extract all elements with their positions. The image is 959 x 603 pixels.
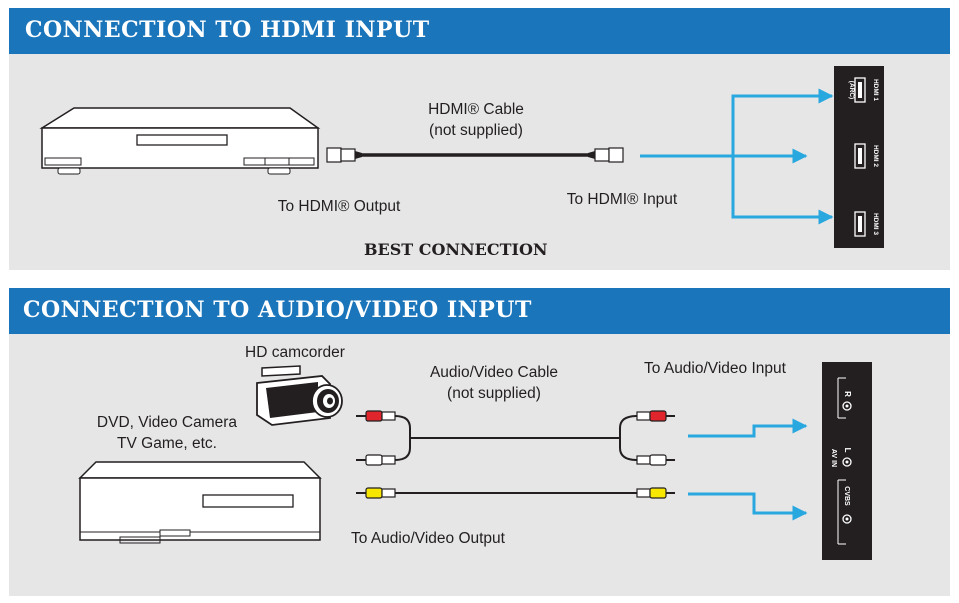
hdmi-cable — [326, 147, 624, 163]
av-cable-label-line1: Audio/Video Cable — [429, 364, 559, 381]
hdmi-cable-label-line2: (not supplied) — [429, 122, 523, 139]
av-port-l-label: L — [843, 448, 852, 453]
av-input-label: To Audio/Video Input — [644, 360, 786, 377]
hdmi1-port-label: HDMI 1 — [872, 79, 879, 101]
source-player-device — [39, 107, 321, 175]
av-section-title: CONNECTION TO AUDIO/VIDEO INPUT — [9, 288, 950, 334]
av-cable-label-line2: (not supplied) — [447, 385, 541, 402]
av-source-device-label: DVD, Video Camera TV Game, etc. — [86, 412, 248, 454]
hdmi3-port-label: HDMI 3 — [872, 213, 879, 235]
camcorder-label: HD camcorder — [245, 344, 345, 361]
hdmi1-port-sub: (ARC) — [848, 81, 855, 99]
av-port-cvbs-label: CVBS — [843, 486, 850, 506]
best-connection-note: BEST CONNECTION — [364, 240, 548, 259]
av-source-device — [78, 461, 322, 544]
tv-av-panel: R L AV IN CVBS — [822, 362, 872, 560]
av-source-device-label-line1: DVD, Video Camera — [96, 414, 238, 431]
hdmi-cable-label-line1: HDMI® Cable — [428, 101, 524, 118]
av-port-avin-label: AV IN — [830, 449, 837, 467]
hdmi-input-label: To HDMI® Input — [566, 191, 678, 208]
av-port-r-label: R — [843, 391, 852, 397]
av-cable-label: Audio/Video Cable (not supplied) — [420, 362, 568, 404]
hdmi-section-title: CONNECTION TO HDMI INPUT — [9, 8, 950, 54]
av-connection-panel: CONNECTION TO AUDIO/VIDEO INPUT — [9, 288, 950, 596]
av-arrows — [688, 418, 808, 521]
av-source-device-label-line2: TV Game, etc. — [117, 435, 217, 452]
av-cable — [356, 410, 675, 499]
hdmi-cable-label: HDMI® Cable (not supplied) — [400, 99, 552, 141]
hdmi-output-label: To HDMI® Output — [277, 198, 401, 215]
tv-hdmi-panel: (ARC) HDMI 1 HDMI 2 HDMI 3 — [834, 66, 884, 248]
hdmi2-port-label: HDMI 2 — [872, 145, 879, 167]
av-output-label: To Audio/Video Output — [351, 530, 505, 547]
camcorder-device — [256, 365, 343, 426]
hdmi-arrows — [640, 88, 834, 225]
